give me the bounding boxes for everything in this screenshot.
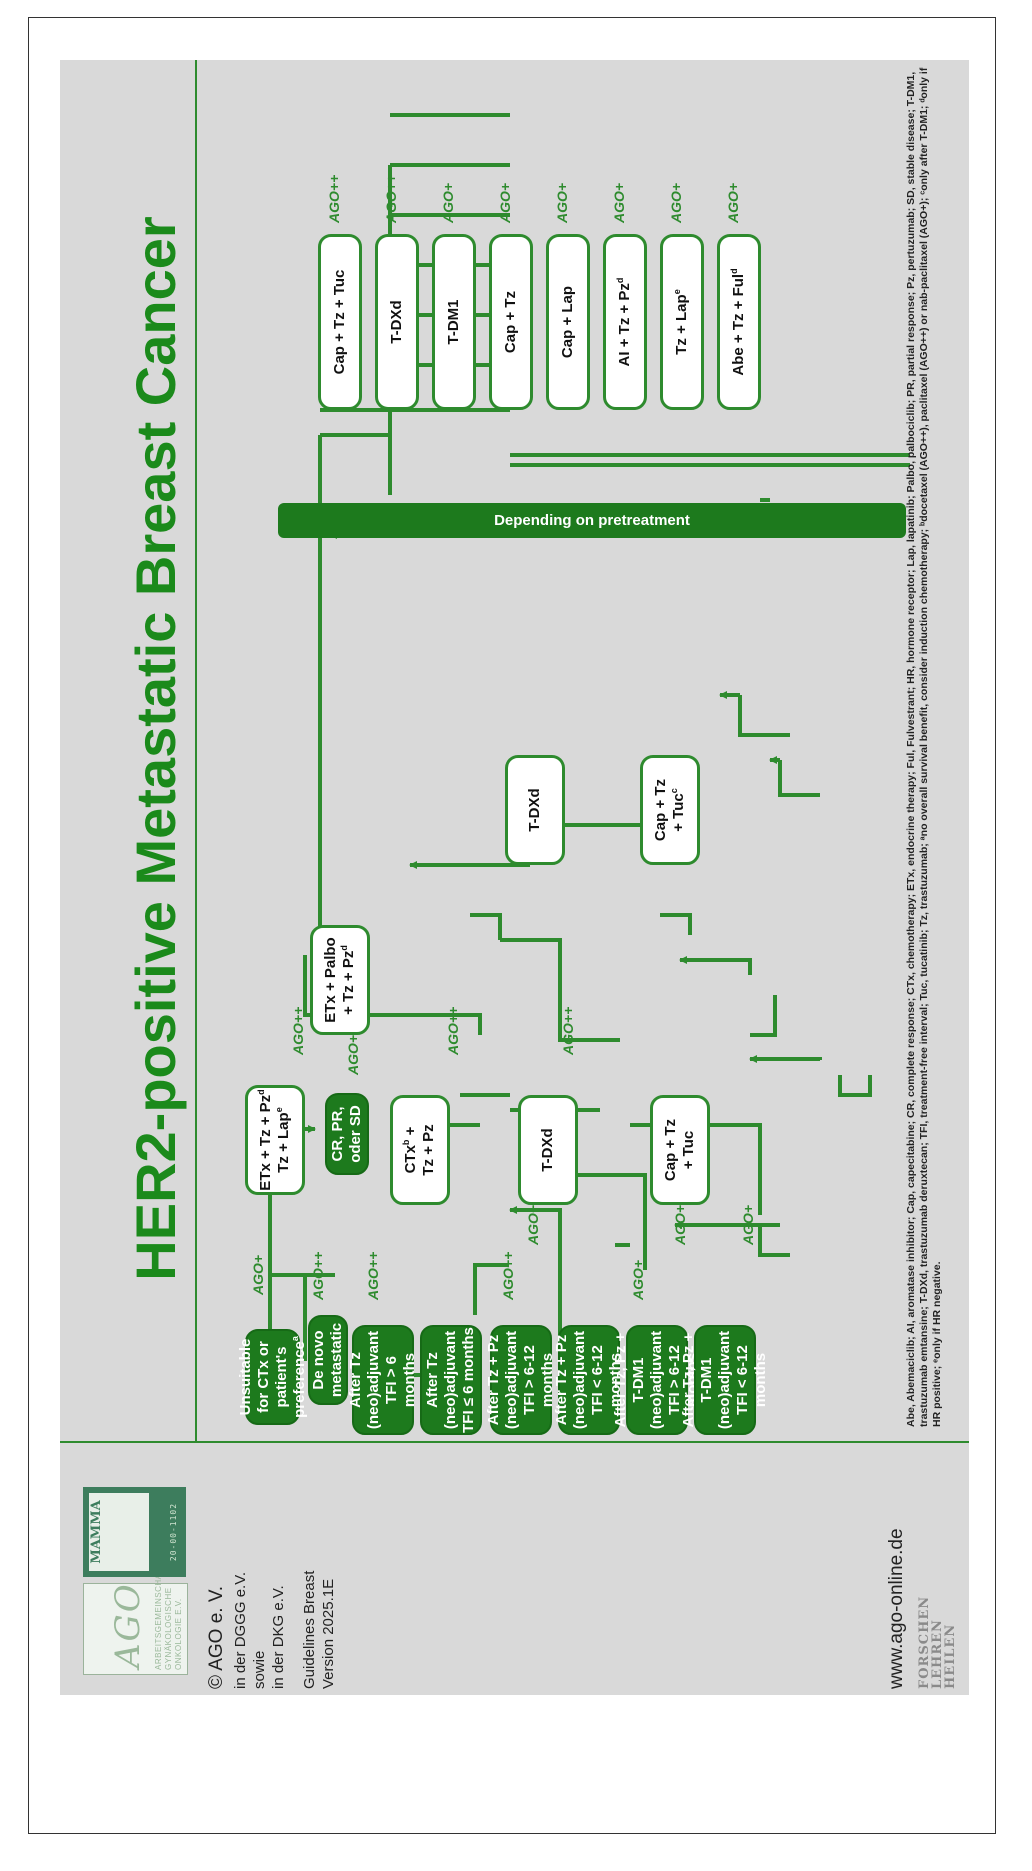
grade-tfi-gt6: AGO++ [365,1251,381,1300]
grade-outcome-6: AGO+ [611,182,627,223]
first-line-cap-tuc: Cap + Tz+ Tuc [650,1095,710,1205]
second-line-tdxd: T-DXd [505,755,565,865]
outcome-cap-lap: Cap + Lap [546,234,590,410]
outcome-ai-tz-pz: AI + Tz + Pzd [603,234,647,410]
input-tz-le6: After Tz (neo)adjuvant TFI ≤ 6 months [420,1325,482,1435]
input-tdm1-lt: After Tz, Pz + T-DM1 (neo)adjuvant TFI <… [680,1325,769,1435]
outcome-tdxd: T-DXd [375,234,419,410]
grade-outcome-8: AGO+ [725,182,741,223]
outcome-cap-tz: Cap + Tz [489,234,533,410]
grade-outcome-4: AGO+ [497,182,513,223]
input-tzpz-lt: After Tz + Pz (neo)adjuvant TFI < 6-12 m… [553,1325,624,1435]
grade-unsuitable: AGO+ [250,1254,266,1295]
depending-label: Depending on pretreatment [494,511,690,529]
abbreviation-footnote: Abe, Abemaciclib; AI, aromatase inhibito… [905,67,943,1427]
grade-tdxd-in: AGO+ [525,1204,541,1245]
outcome-abe-tz-ful: Abe + Tz + Fuld [717,234,761,410]
input-tz-gt6: After Tz (neo)adjuvant TFI > 6 months [347,1325,418,1435]
grade-tzpz-gt: AGO++ [500,1251,516,1300]
grade-outcome-2: AGO++ [383,174,399,223]
input-tdm1-gt: After Tz, Pz + T-DM1 (neo)adjuvant TFI >… [612,1325,701,1435]
grade-tdm1-gt: AGO+ [630,1259,646,1300]
grade-tdxd-out: AGO++ [560,1006,576,1055]
grade-ctx-out: AGO++ [445,1006,461,1055]
depending-on-pretreatment-bar: Depending on pretreatment [278,503,906,538]
grade-outcome-7: AGO+ [668,182,684,223]
first-line-ctx: CTxb +Tz + Pz [390,1095,450,1205]
maintenance-etx-palbo: ETx + Palbo+ Tz + Pzd [310,925,370,1035]
outcome-tdm1: T-DM1 [432,234,476,410]
response-cr-pr-sd: CR, PR, oder SD [325,1093,369,1175]
grade-captuc-in1: AGO+ [672,1204,688,1245]
outcome-tz-lap: Tz + Lape [660,234,704,410]
second-line-cap-tuc: Cap + Tz+ Tucc [640,755,700,865]
grade-outcome-5: AGO+ [554,182,570,223]
grade-outcome-3: AGO+ [440,182,456,223]
grade-denovo: AGO++ [310,1251,326,1300]
input-tzpz-gt: After Tz + Pz (neo)adjuvant TFI > 6-12 m… [485,1325,556,1435]
slide: AGO ARBEITSGEMEINSCHAFT GYNÄKOLOGISCHE O… [60,60,969,1695]
first-line-tdxd: T-DXd [518,1095,578,1205]
input-unsuitable: Unsuitable for CTx or patient's preferen… [237,1329,308,1425]
grade-outcome-1: AGO++ [326,174,342,223]
input-de-novo: De novo metastatic [308,1315,348,1405]
grade-captuc-in2: AGO+ [740,1204,756,1245]
grade-maint: AGO+ [345,1034,361,1075]
grade-etx-out: AGO++ [290,1006,306,1055]
outcome-cap-tz-tuc: Cap + Tz + Tuc [318,234,362,410]
page-frame [28,17,996,1834]
